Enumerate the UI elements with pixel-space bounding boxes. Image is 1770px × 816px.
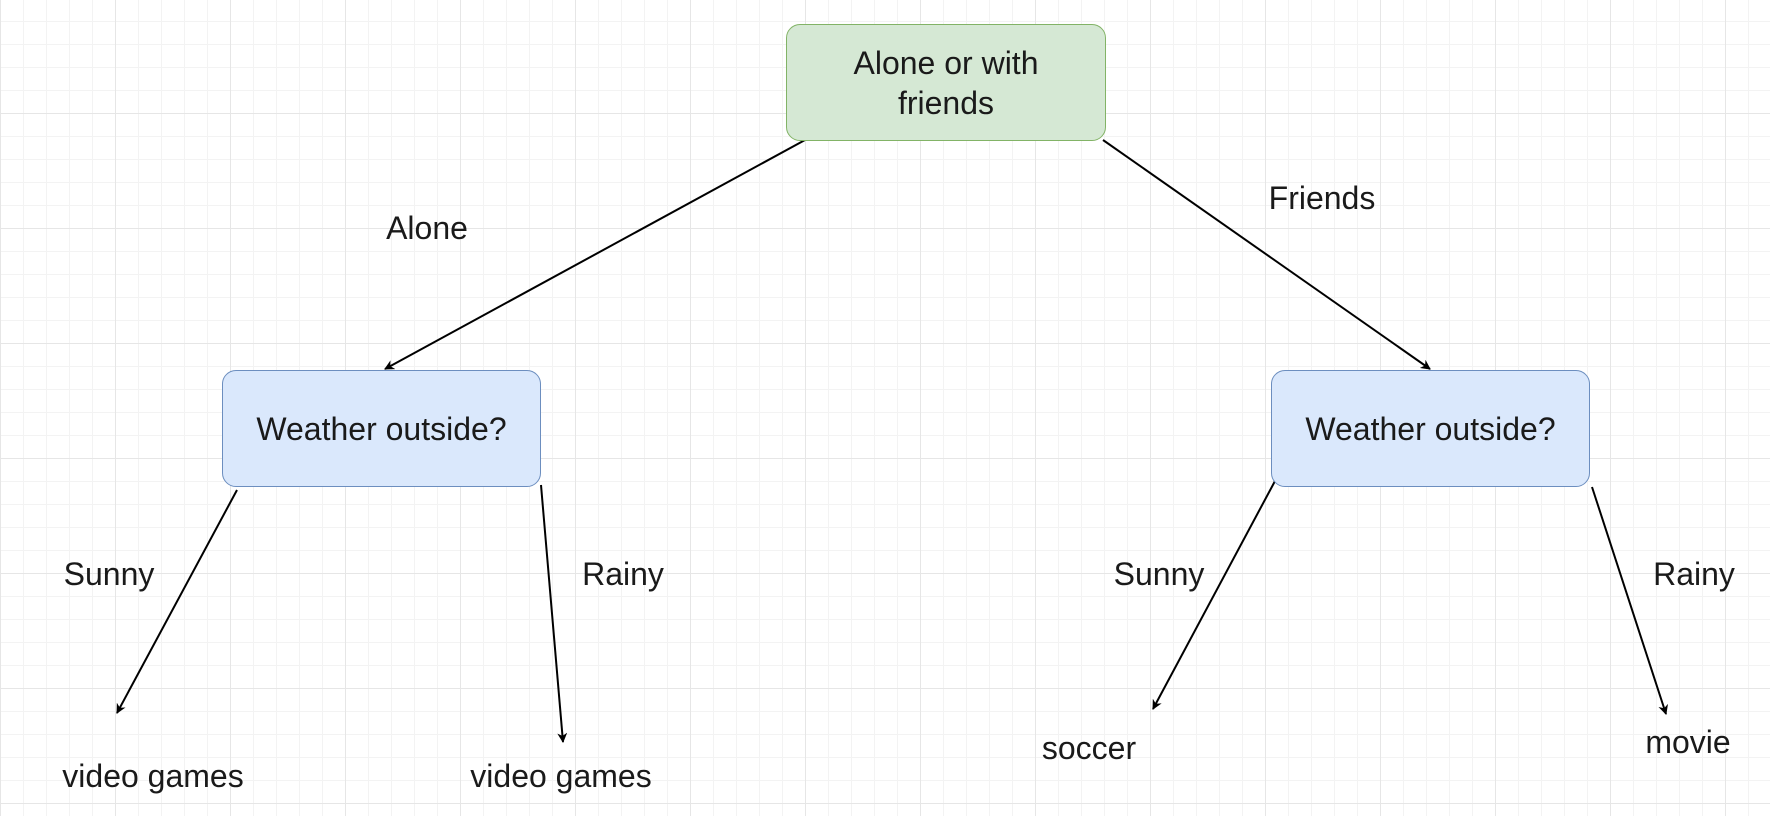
edge-label-right-rainy: Rainy <box>1653 556 1735 592</box>
edge-right-to-sunny <box>1152 480 1276 710</box>
left-decision-label: Weather outside? <box>256 410 507 447</box>
edge-root-to-right <box>1102 139 1431 370</box>
edge-label-left-sunny: Sunny <box>63 556 155 592</box>
edge-left-to-rainy <box>540 484 568 743</box>
right-decision-label: Weather outside? <box>1305 410 1556 447</box>
edge-left-to-sunny <box>116 489 238 714</box>
leaf-left-rainy: video games <box>470 758 652 794</box>
edge-root-to-left <box>384 139 806 370</box>
right-decision-node: Weather outside? <box>1271 370 1590 487</box>
edge-label-alone: Alone <box>386 210 468 246</box>
left-decision-node: Weather outside? <box>222 370 541 487</box>
edge-label-friends: Friends <box>1268 180 1376 216</box>
leaf-left-sunny: video games <box>62 758 244 794</box>
leaf-right-sunny: soccer <box>1041 730 1137 766</box>
edge-right-to-rainy <box>1591 486 1668 715</box>
root-node-label: Alone or with friends <box>853 44 1039 121</box>
root-node: Alone or with friends <box>786 24 1106 141</box>
edge-label-right-sunny: Sunny <box>1113 556 1205 592</box>
leaf-right-rainy: movie <box>1645 724 1731 760</box>
edge-label-left-rainy: Rainy <box>582 556 664 592</box>
